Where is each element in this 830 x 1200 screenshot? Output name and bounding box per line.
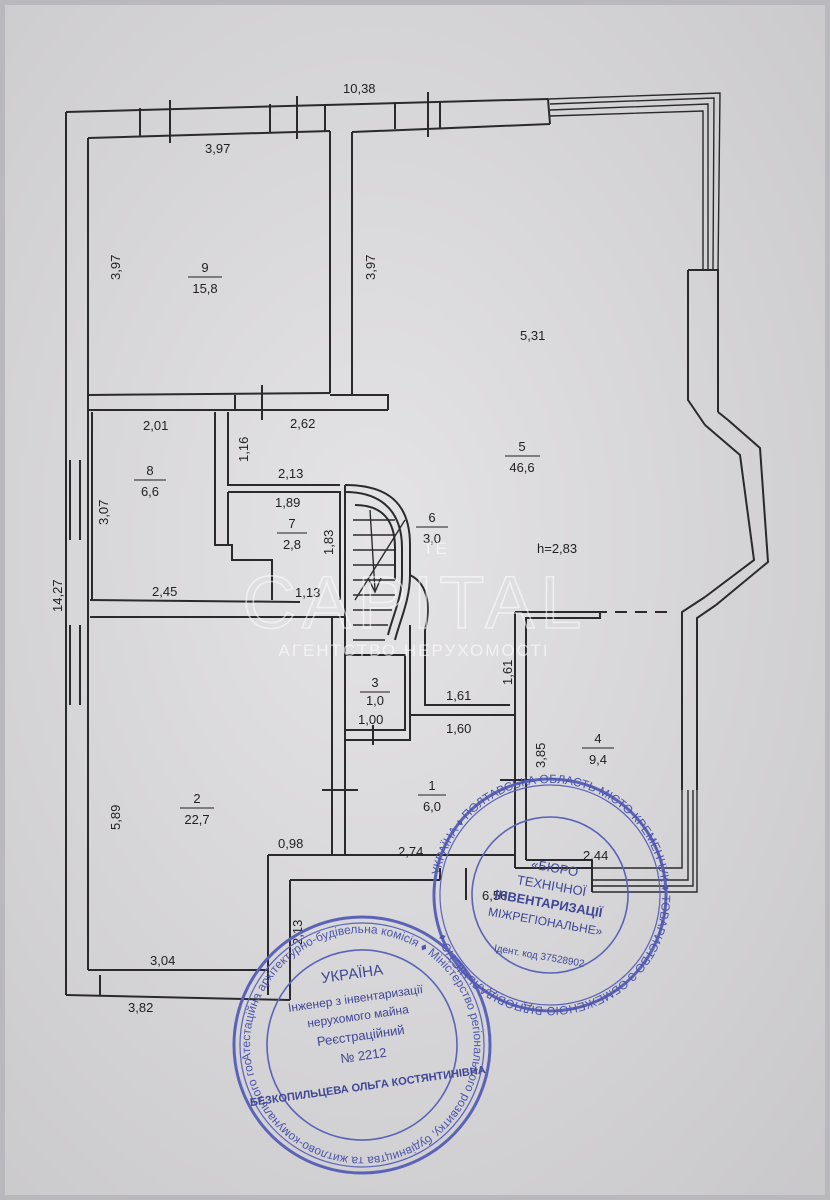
dim-r7-right: 1,83 [321,530,336,555]
room-number: 7 [288,516,295,531]
room-number: 8 [146,463,153,478]
dim-r8-v: 1,16 [236,437,251,462]
room-6-label: 6 3,0 [416,510,448,546]
room-number: 1 [428,778,435,793]
room-area: 6,6 [141,484,159,499]
dim-r7-bottom: 1,13 [295,585,320,600]
dim-r5-height: h=2,83 [537,541,577,556]
dim-r8-top-right: 2,62 [290,416,315,431]
room-4-label: 4 9,4 [582,731,614,767]
watermark-brand: CAPITAL [243,561,588,644]
room-number: 4 [594,731,601,746]
room-area: 46,6 [509,460,534,475]
room-area: 3,0 [423,531,441,546]
watermark-tagline: АГЕНТСТВО НЕРУХОМОСТІ [279,641,550,660]
room-1-label: 1 6,0 [418,778,446,814]
dim-left-total: 14,27 [50,579,65,612]
dim-r2-left: 5,89 [108,805,123,830]
stamp-left-line4: № 2212 [339,1045,387,1066]
room-5-label: 5 46,6 [505,439,540,475]
dim-r3-right: 1,61 [446,688,471,703]
dim-top-total: 10,38 [343,81,376,96]
room-8-label: 8 6,6 [134,463,166,499]
room-area: 9,4 [589,752,607,767]
room-3-label: 3 1,0 [360,675,390,708]
dim-r3-width: 1,00 [358,712,383,727]
dim-outer-bottom-left: 3,82 [128,1000,153,1015]
dim-r5-right: 5,31 [520,328,545,343]
room-number: 6 [428,510,435,525]
dim-outer-bottom: 6,56 [482,888,507,903]
room-area: 2,8 [283,537,301,552]
dim-r9-left: 3,97 [108,255,123,280]
room-7-label: 7 2,8 [277,516,307,552]
room-area: 15,8 [192,281,217,296]
dim-r4-bottom: 2,44 [583,848,608,863]
room-number: 9 [201,260,208,275]
room-number: 5 [518,439,525,454]
dim-r8-left: 3,07 [96,500,111,525]
room-labels: 9 15,8 5 46,6 8 6,6 7 2,8 6 3,0 3 1,0 [134,260,614,827]
room-area: 1,0 [366,693,384,708]
room-2-label: 2 22,7 [180,791,214,827]
dim-r4-height: 3,85 [533,743,548,768]
dim-r7-top2: 1,89 [275,495,300,510]
dim-r3-bottom: 1,60 [446,721,471,736]
room-number: 3 [371,675,378,690]
dim-r2-bottom-a: 0,98 [278,836,303,851]
watermark-small-top: ТЕ [423,539,449,558]
walls [65,92,770,1001]
dim-r8-bottom: 2,45 [152,584,177,599]
room-9-label: 9 15,8 [188,260,222,296]
dim-r2-bottom: 3,04 [150,953,175,968]
room-area: 22,7 [184,812,209,827]
room-area: 6,0 [423,799,441,814]
dim-r1-bottom: 2,74 [398,844,423,859]
dim-r7-top: 2,13 [278,466,303,481]
dim-r4-left: 1,61 [500,660,515,685]
dim-r8-top: 2,01 [143,418,168,433]
dim-r9-top: 3,97 [205,141,230,156]
dimension-labels: 10,38 14,27 3,97 3,97 3,97 5,31 2,01 2,6… [50,81,608,1015]
dim-r9-right: 3,97 [363,255,378,280]
room-number: 2 [193,791,200,806]
agency-watermark: ТЕ CAPITAL АГЕНТСТВО НЕРУХОМОСТІ [242,539,588,660]
